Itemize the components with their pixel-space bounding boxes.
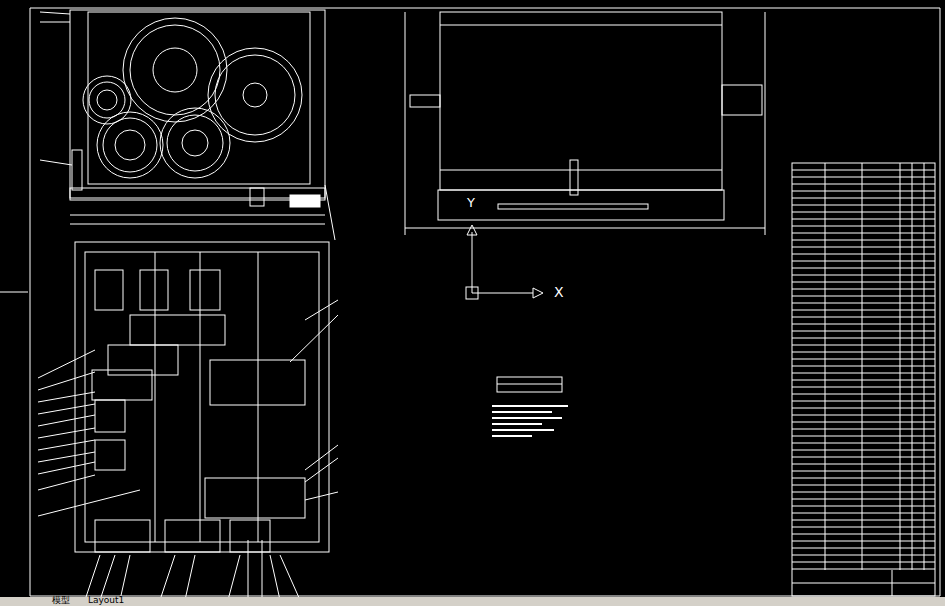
tab-label: 模型 xyxy=(52,596,70,606)
axis-label: Y xyxy=(467,196,475,210)
axis-label: X xyxy=(554,285,564,300)
tab-label: Layout1 xyxy=(88,596,124,606)
